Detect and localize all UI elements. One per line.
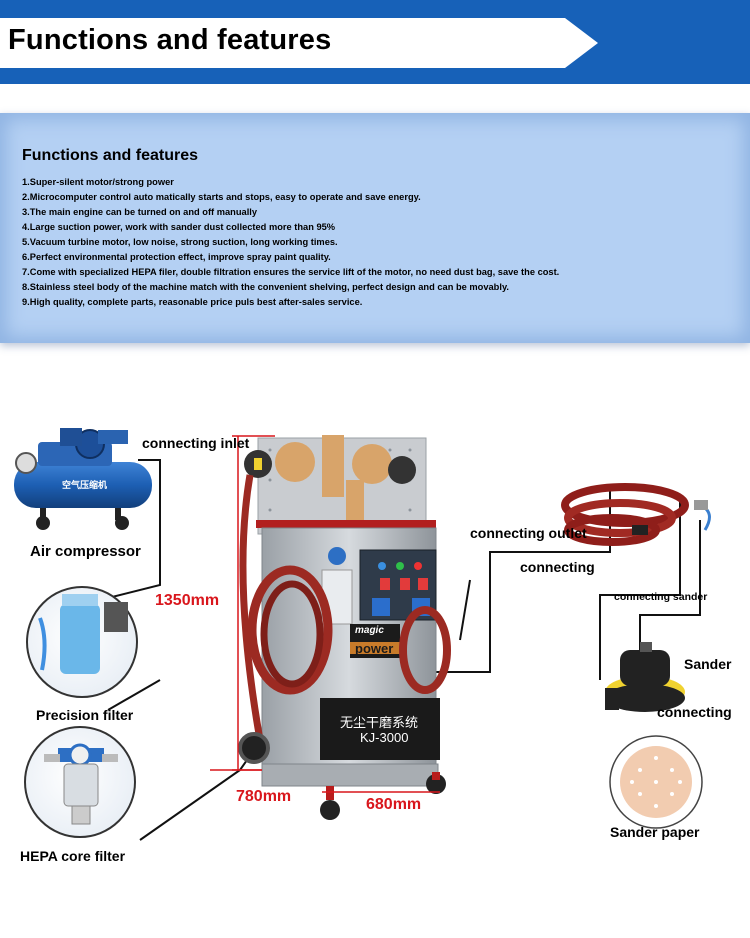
hose-coil-illustration <box>561 483 711 546</box>
features-list: 1.Super-silent motor/strong power 2.Micr… <box>22 175 559 310</box>
machine-logo-top: magic <box>355 625 384 636</box>
machine-chinese-name: 无尘干磨系统 <box>340 715 419 730</box>
feature-item: 2.Microcomputer control auto matically s… <box>22 192 421 202</box>
features-heading: Functions and features <box>22 147 199 164</box>
dust-extractor-machine <box>238 435 451 820</box>
connecting-inlet-label: connecting inlet <box>142 436 249 451</box>
feature-item: 1.Super-silent motor/strong power <box>22 177 174 187</box>
feature-item: 4.Large suction power, work with sander … <box>22 222 336 232</box>
sander-illustration <box>605 642 685 712</box>
dimension-lines <box>210 435 440 793</box>
connecting-label-2: connecting <box>657 704 732 720</box>
connecting-label: connecting <box>520 559 595 575</box>
machine-logo: power <box>355 641 394 656</box>
product-diagram: magic power 无尘干磨系统 KJ-3000 空气压缩机 connect… <box>0 380 750 938</box>
sander-label: Sander <box>684 656 732 672</box>
sander-paper-illustration <box>609 735 703 829</box>
air-compressor-label: Air compressor <box>30 543 141 560</box>
banner-arrow-shape <box>0 18 598 68</box>
connecting-sander-label: connecting sander <box>614 592 707 603</box>
precision-filter-illustration <box>26 586 138 698</box>
connecting-outlet-text: connecting outlet <box>470 525 587 541</box>
air-compressor-illustration <box>14 428 152 530</box>
connecting-outlet-label: connecting outlet <box>470 526 587 541</box>
hepa-filter-illustration <box>24 726 136 838</box>
features-panel: Functions and features 1.Super-silent mo… <box>0 113 750 343</box>
depth-dimension: 780mm <box>236 788 292 805</box>
width-dimension: 680mm <box>366 796 422 813</box>
machine-model: KJ-3000 <box>360 730 409 745</box>
feature-item: 7.Come with specialized HEPA filer, doub… <box>22 267 560 277</box>
connecting-inlet-text: connecting inlet <box>142 435 250 451</box>
connecting-sander-text: connecting sander <box>614 591 708 603</box>
precision-filter-label: Precision filter <box>36 707 134 723</box>
feature-item: 8.Stainless steel body of the machine ma… <box>22 282 510 292</box>
feature-item: 3.The main engine can be turned on and o… <box>22 207 258 217</box>
hepa-core-filter-label: HEPA core filter <box>20 848 126 864</box>
feature-item: 5.Vacuum turbine motor, low noise, stron… <box>22 237 338 247</box>
height-dimension: 1350mm <box>155 592 220 609</box>
feature-item: 6.Perfect environmental protection effec… <box>22 252 331 262</box>
feature-item: 9.High quality, complete parts, reasonab… <box>22 297 363 307</box>
sander-paper-label: Sander paper <box>610 824 700 840</box>
header-banner: Functions and features <box>0 0 750 84</box>
banner-title: Functions and features <box>8 24 332 56</box>
compressor-chinese-label: 空气压缩机 <box>62 480 108 490</box>
diagram-illustration <box>14 428 711 841</box>
